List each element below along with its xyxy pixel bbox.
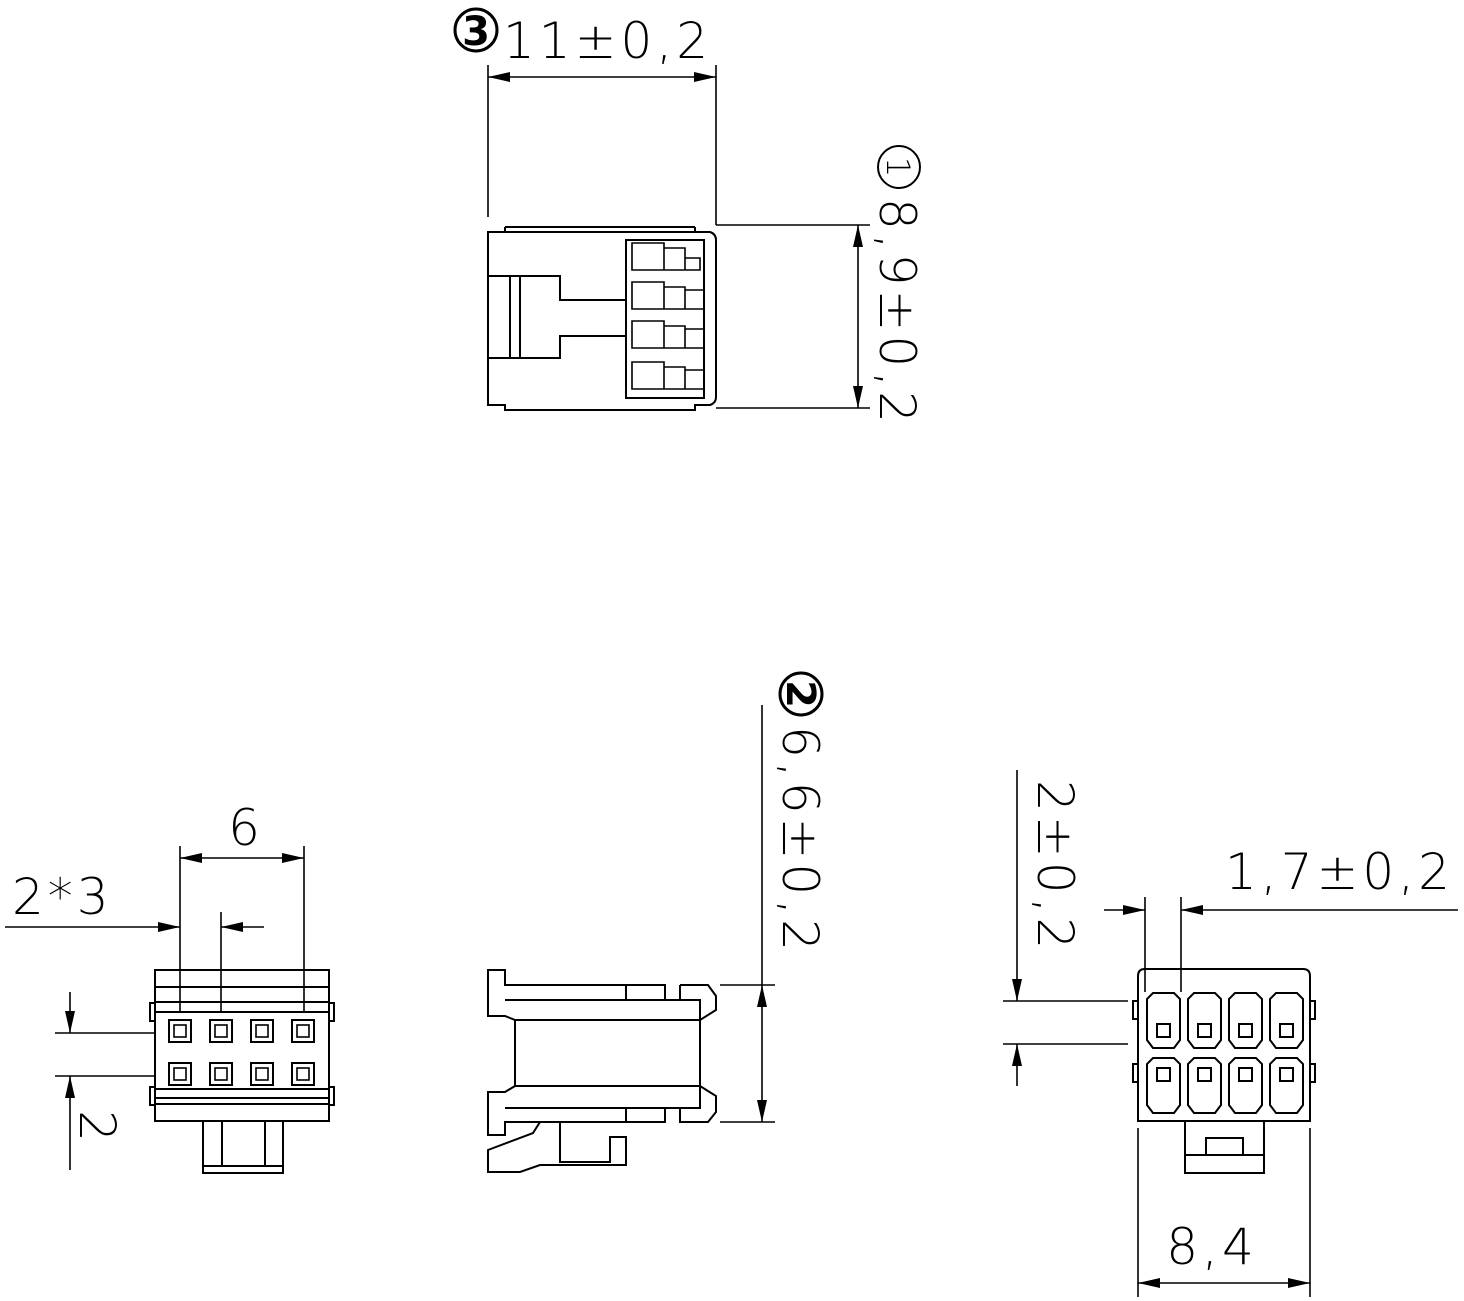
dim-rear-width-label: 8,4: [1166, 1218, 1258, 1276]
side-view-body: [487, 969, 701, 1136]
rear-cavity: [1228, 992, 1263, 1049]
pin-hole: [209, 1062, 233, 1086]
top-view-latch: [488, 275, 511, 359]
rear-view-body: [1137, 968, 1311, 1122]
front-view-latch: [202, 1120, 284, 1174]
callout-2: 2: [777, 680, 823, 708]
cavity-1: [631, 242, 701, 271]
pin-hole: [168, 1062, 192, 1086]
dim-col-pitch-label: 1,7±0,2: [1225, 843, 1454, 901]
dim-rear-row-label: 2±0,2: [1026, 780, 1084, 953]
side-view-clip-top: [680, 984, 717, 1021]
side-view-latch: [487, 1121, 627, 1173]
dim-pitch-label: 2*3: [12, 868, 113, 926]
pin-hole: [291, 1019, 315, 1043]
callout-circle-2: [778, 671, 824, 717]
rear-cavity: [1146, 992, 1181, 1049]
pin-hole: [250, 1019, 274, 1043]
front-view: 6 2*3 2: [5, 799, 335, 1174]
cavity-4: [631, 361, 705, 390]
rear-cavity: [1269, 992, 1304, 1049]
pin-hole: [250, 1062, 274, 1086]
side-view-clip-bottom: [679, 1085, 717, 1123]
cavity-3: [631, 320, 705, 349]
dim-span-label: 6: [228, 799, 264, 857]
rear-cavity: [1228, 1057, 1263, 1114]
rear-view-latch: [1184, 1120, 1265, 1174]
callout-circle-1: [877, 145, 921, 189]
dim-height-label: 8,9±0,2: [868, 198, 926, 427]
rear-view: 1,7±0,2 2±0,2 8,4: [1003, 770, 1458, 1297]
rear-cavity: [1187, 1057, 1222, 1114]
pin-hole: [168, 1019, 192, 1043]
callout-3: 3: [462, 9, 490, 55]
cavity-2: [631, 281, 705, 310]
top-view-cavity-block: [625, 239, 705, 399]
top-view-cavities: [631, 242, 705, 390]
pin-hole: [291, 1062, 315, 1086]
rear-view-cavities: [1146, 992, 1304, 1114]
top-view-body: [487, 231, 717, 411]
dim-width-label: 11±0,2: [503, 12, 712, 70]
callout-circle-3: [453, 7, 499, 53]
rear-cavity: [1146, 1057, 1181, 1114]
side-view: 2 6,6±0,2: [487, 671, 829, 1173]
dim-side-height-label: 6,6±0,2: [771, 726, 829, 955]
dim-row-pitch-label: 2: [68, 1110, 126, 1146]
rear-cavity: [1187, 992, 1222, 1049]
callout-1: 1: [879, 157, 917, 177]
rear-cavity: [1269, 1057, 1304, 1114]
top-view: 3 11±0,2 1 8,9±0,2: [453, 7, 926, 427]
pin-hole: [209, 1019, 233, 1043]
front-view-pin-holes: [168, 1019, 315, 1086]
